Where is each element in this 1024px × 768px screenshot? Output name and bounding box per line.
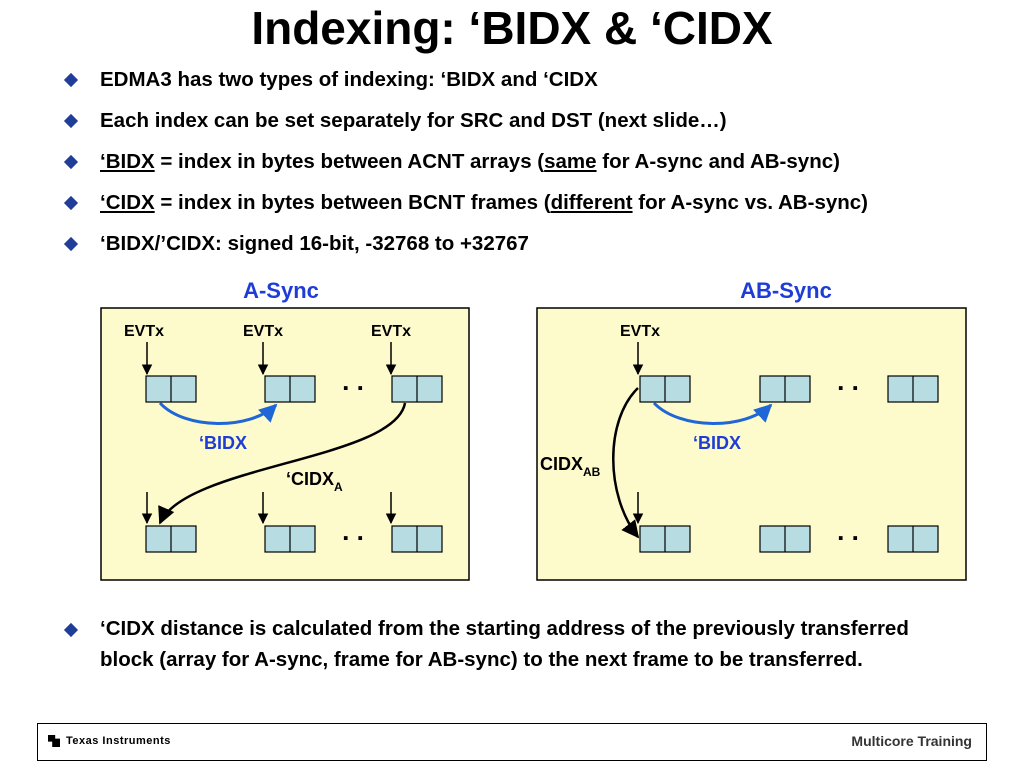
ellipsis-dots: . .	[342, 516, 364, 546]
bullet-item: ‘BIDX = index in bytes between ACNT arra…	[60, 148, 1000, 189]
ellipsis-dots: . .	[342, 366, 364, 396]
bullet-text: Each index can be set separately for SRC…	[100, 109, 727, 132]
diamond-bullet-icon	[63, 72, 79, 88]
a-sync-panel: EVTx EVTx EVTx . . ‘BIDX ‘CIDXA . .	[100, 307, 470, 581]
indexing-diagram: A-Sync AB-Sync EVTx EVTx EVTx . . ‘BIDX …	[100, 278, 967, 581]
bidx-label: ‘BIDX	[693, 433, 741, 453]
cidx-label: ‘CIDXA	[286, 469, 343, 494]
evt-label: EVTx	[620, 323, 660, 340]
bullet-item: ‘BIDX/’CIDX: signed 16-bit, -32768 to +3…	[60, 230, 1000, 271]
bidx-arrow	[158, 401, 278, 425]
bullet-list: EDMA3 has two types of indexing: ‘BIDX a…	[60, 66, 1000, 271]
bullet-item: EDMA3 has two types of indexing: ‘BIDX a…	[60, 66, 1000, 107]
cidx-arrow	[158, 402, 407, 525]
diamond-bullet-icon	[63, 236, 79, 252]
ab-sync-heading: AB-Sync	[740, 278, 832, 303]
array-block	[639, 375, 691, 403]
bullet-text: for A-sync vs. AB-sync)	[632, 191, 868, 214]
texas-instruments-logo-icon	[48, 735, 60, 747]
note-list: ‘CIDX distance is calculated from the st…	[60, 613, 960, 675]
bullet-text: EDMA3 has two types of indexing: ‘BIDX a…	[100, 68, 598, 91]
diamond-bullet-icon	[63, 113, 79, 129]
bullet-item: ‘CIDX = index in bytes between BCNT fram…	[60, 189, 1000, 230]
bidx-term: ‘BIDX	[100, 150, 155, 173]
ti-logo-text: Texas Instruments	[66, 735, 171, 747]
array-block	[145, 375, 197, 403]
bullet-item: Each index can be set separately for SRC…	[60, 107, 1000, 148]
array-block	[887, 375, 939, 403]
array-block	[759, 375, 811, 403]
bidx-arrow	[652, 401, 773, 425]
emphasis-different: different	[550, 191, 633, 214]
cidx-label: CIDXAB	[540, 454, 601, 479]
array-block	[264, 375, 316, 403]
ellipsis-dots: . .	[837, 516, 859, 546]
emphasis-same: same	[544, 150, 597, 173]
array-block	[639, 525, 691, 553]
array-block	[145, 525, 197, 553]
diamond-bullet-icon	[63, 622, 79, 638]
bullet-text: = index in bytes between BCNT frames (	[154, 191, 551, 214]
ellipsis-dots: . .	[837, 366, 859, 396]
ab-sync-panel: EVTx . . ‘BIDX CIDXAB . .	[536, 307, 967, 581]
array-block	[887, 525, 939, 553]
diamond-bullet-icon	[63, 195, 79, 211]
ti-logo: Texas Instruments	[48, 735, 171, 747]
bullet-text: ‘BIDX/’CIDX: signed 16-bit, -32768 to +3…	[100, 232, 529, 255]
array-block	[391, 375, 443, 403]
array-block	[264, 525, 316, 553]
evt-label: EVTx	[371, 323, 411, 340]
bullet-text: for A-sync and AB-sync)	[596, 150, 840, 173]
multicore-training-label: Multicore Training	[851, 733, 972, 749]
diamond-bullet-icon	[63, 154, 79, 170]
bidx-label: ‘BIDX	[199, 433, 247, 453]
bullet-text: = index in bytes between ACNT arrays (	[154, 150, 545, 173]
bullet-item: ‘CIDX distance is calculated from the st…	[60, 613, 960, 675]
slide-title: Indexing: ‘BIDX & ‘CIDX	[251, 2, 773, 54]
array-block	[759, 525, 811, 553]
cidx-term: ‘CIDX	[100, 191, 155, 214]
array-block	[391, 525, 443, 553]
evt-label: EVTx	[243, 323, 283, 340]
evt-label: EVTx	[124, 323, 164, 340]
cidx-arrow	[612, 387, 640, 539]
a-sync-heading: A-Sync	[243, 278, 319, 303]
footer-bar: Texas Instruments Multicore Training	[37, 723, 987, 761]
cidx-distance-note: ‘CIDX distance is calculated from the st…	[100, 617, 909, 671]
